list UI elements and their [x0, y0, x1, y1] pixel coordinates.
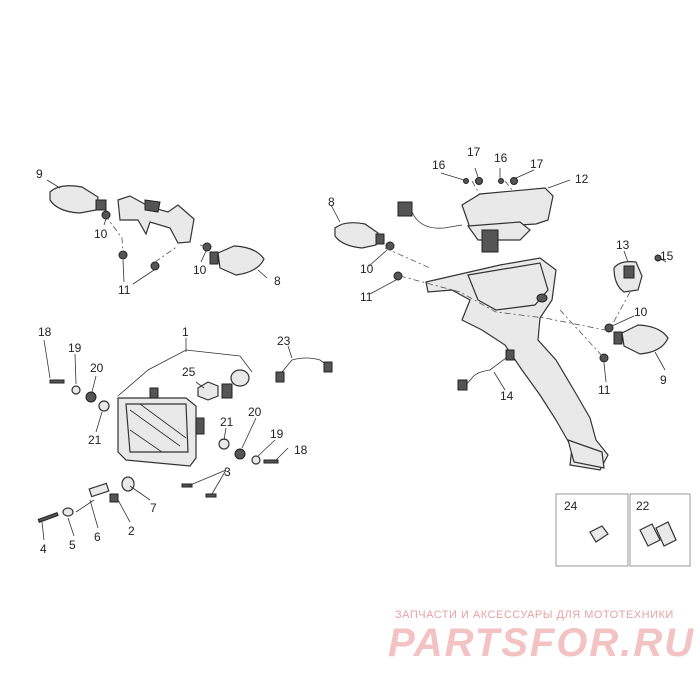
adjuster-parts-right [218, 438, 279, 465]
box-24 [555, 493, 629, 567]
headlight-bulb-25 [197, 369, 250, 401]
headlight-housing [117, 387, 205, 467]
callout-21: 21 [88, 433, 102, 447]
wiring-harness-14 [457, 349, 515, 391]
callout-11: 11 [118, 283, 131, 297]
callout-14: 14 [500, 389, 514, 403]
callout-20: 20 [248, 405, 262, 419]
callout-11: 11 [360, 290, 373, 304]
callout-8: 8 [328, 195, 335, 209]
callout-16: 16 [432, 158, 446, 172]
callout-9: 9 [36, 167, 43, 181]
callout-13: 13 [616, 238, 630, 252]
callout-16: 16 [494, 151, 508, 165]
callout-15: 15 [660, 249, 674, 263]
callout-1: 1 [182, 325, 189, 339]
box-22 [629, 493, 691, 567]
callout-17: 17 [530, 157, 544, 171]
callout-10: 10 [360, 262, 374, 276]
adjuster-parts-left [49, 379, 110, 412]
callout-8: 8 [274, 274, 281, 288]
rear-right-turn-signal-and-holder [613, 261, 669, 355]
small-fasteners-tl [101, 210, 212, 271]
callout-4: 4 [40, 542, 47, 556]
callout-25: 25 [182, 365, 196, 379]
callout-19: 19 [68, 341, 82, 355]
watermark-tagline: ЗАПЧАСТИ И АКСЕССУАРЫ ДЛЯ МОТОТЕХНИКИ [395, 609, 674, 621]
callout-7: 7 [150, 501, 157, 515]
leaders-tr [330, 167, 667, 391]
callout-17: 17 [467, 145, 481, 159]
callout-11: 11 [598, 383, 611, 397]
callout-3: 3 [224, 465, 231, 479]
watermark-logo: PARTSFOR.RU [388, 621, 695, 665]
callout-22: 22 [636, 499, 650, 513]
callout-20: 20 [90, 361, 104, 375]
callout-labels: 9 10 11 10 8 8 16 17 16 17 12 10 11 13 1… [36, 145, 674, 556]
callout-23: 23 [277, 334, 291, 348]
license-plate-bracket [425, 257, 609, 471]
leaders-tl [46, 179, 268, 285]
assembly-lines-tr [384, 180, 631, 359]
wire-23 [275, 357, 333, 383]
callout-10: 10 [94, 227, 108, 241]
rear-left-turn-signal [334, 222, 385, 249]
callout-5: 5 [69, 538, 76, 552]
callout-18: 18 [294, 443, 308, 457]
callout-12: 12 [575, 172, 589, 186]
front-right-turn-signal [209, 245, 265, 276]
watermark: ЗАПЧАСТИ И АКСЕССУАРЫ ДЛЯ МОТОТЕХНИКИ PA… [388, 609, 695, 665]
callout-24: 24 [564, 499, 578, 513]
front-left-turn-signal [49, 185, 107, 214]
callout-21: 21 [220, 415, 234, 429]
callout-18: 18 [38, 325, 52, 339]
callout-10: 10 [193, 263, 207, 277]
adjuster-screw-assembly [37, 476, 217, 523]
callout-19: 19 [270, 427, 284, 441]
callout-10: 10 [634, 305, 648, 319]
callout-9: 9 [660, 373, 667, 387]
assembly-lines-tl [104, 214, 208, 263]
leaders-bl [41, 338, 293, 541]
callout-2: 2 [128, 524, 135, 538]
callout-6: 6 [94, 530, 101, 544]
front-bracket [117, 195, 195, 244]
tail-light-assembly [397, 187, 554, 253]
